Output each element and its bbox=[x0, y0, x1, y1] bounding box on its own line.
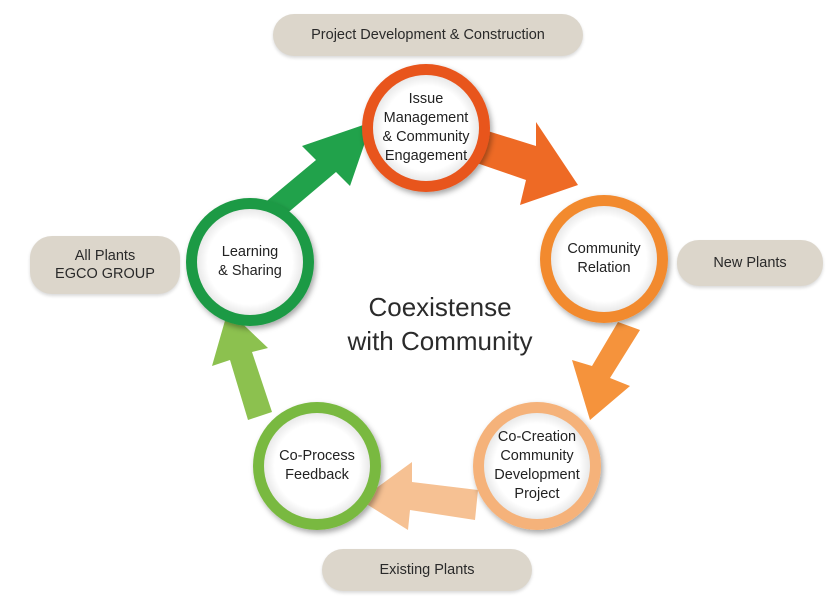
node-circle-learning bbox=[186, 198, 314, 326]
arrow-issue-to-relation bbox=[468, 122, 578, 205]
center-title-line2: with Community bbox=[347, 326, 533, 356]
scope-label-left: All Plants EGCO GROUP bbox=[30, 236, 180, 294]
arrow-coprocess-to-learning bbox=[212, 310, 272, 420]
node-circle-issue bbox=[362, 64, 490, 192]
node-circle-coprocess bbox=[253, 402, 381, 530]
node-label-relation: Community Relation bbox=[567, 241, 641, 276]
node-label-coprocess: Co-Process Feedback bbox=[279, 448, 355, 483]
scope-label-right: New Plants bbox=[677, 240, 823, 286]
center-title: Coexistense with Community bbox=[300, 290, 580, 358]
center-title-line1: Coexistense bbox=[368, 292, 512, 322]
arrow-learning-to-issue bbox=[262, 122, 372, 216]
arrow-cocreation-to-coprocess bbox=[360, 462, 478, 530]
scope-label-top: Project Development & Construction bbox=[273, 14, 583, 56]
node-circle-relation bbox=[540, 195, 668, 323]
node-circle-cocreation bbox=[473, 402, 601, 530]
node-label-issue: Issue Management & Community Engagement bbox=[382, 91, 470, 164]
node-label-learning: Learning & Sharing bbox=[218, 244, 282, 279]
arrow-relation-to-cocreation bbox=[572, 322, 640, 420]
node-label-cocreation: Co-Creation Community Development Projec… bbox=[494, 429, 580, 502]
scope-label-bottom: Existing Plants bbox=[322, 549, 532, 591]
